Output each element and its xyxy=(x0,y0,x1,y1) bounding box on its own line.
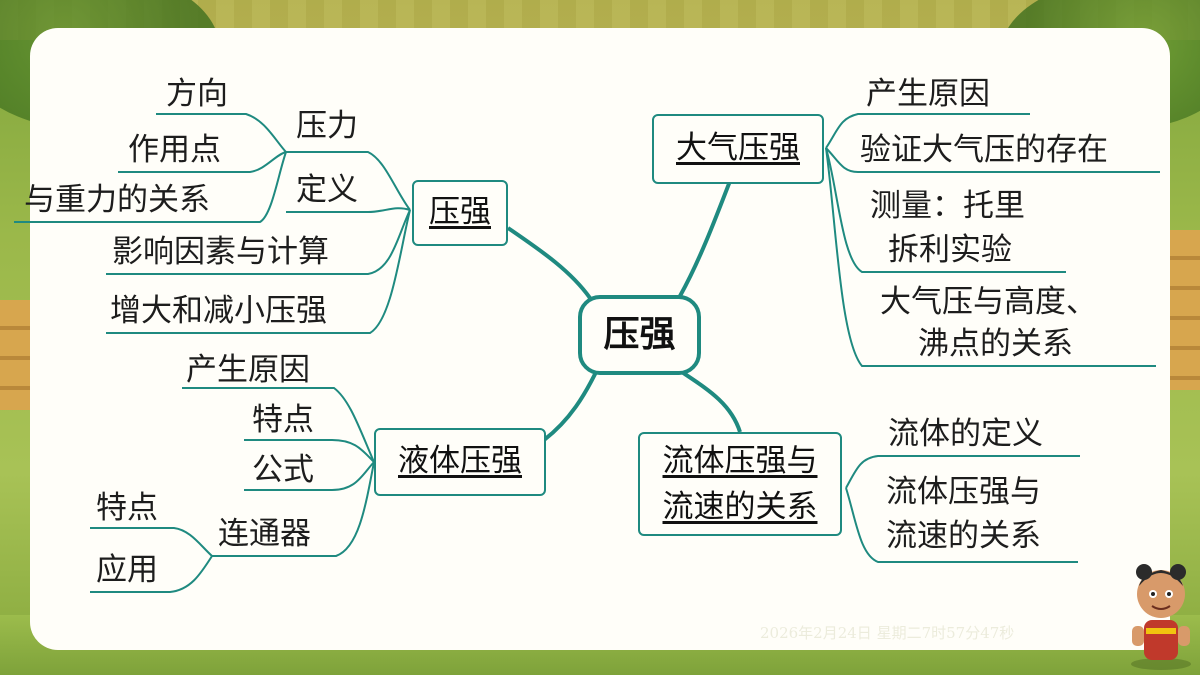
connector-atm-cause xyxy=(825,113,1030,149)
connector-fluid-definition xyxy=(845,455,1080,489)
branch-liquid: 液体压强 xyxy=(374,428,546,496)
connector-liquid-cause xyxy=(182,387,375,463)
connector-atm-measure xyxy=(825,147,1066,273)
connector-gravity xyxy=(14,151,287,223)
branch-atmosphere: 大气压强 xyxy=(652,114,824,184)
connector-connector-feature xyxy=(90,527,213,557)
branch-pressure: 压强 xyxy=(412,180,508,246)
node-connector-feature: 特点 xyxy=(96,490,158,526)
branch-fluid: 流体压强与 流速的关系 xyxy=(638,432,842,536)
node-connector-use: 应用 xyxy=(96,552,158,588)
node-definition: 定义 xyxy=(296,172,358,208)
connector-definition xyxy=(286,207,411,213)
connector-atm-verify xyxy=(825,147,1160,173)
branch-atmosphere-title: 大气压强 xyxy=(676,130,800,166)
branch-fluid-title-1: 流体压强与 xyxy=(662,443,818,479)
node-atm-measure-1: 测量：托里 xyxy=(870,188,1025,224)
node-increase-decrease: 增大和减小压强 xyxy=(110,293,327,329)
node-direction: 方向 xyxy=(166,76,228,112)
node-liquid-formula: 公式 xyxy=(252,452,314,488)
connector-atm-altitude xyxy=(825,147,1156,367)
connector-fluid-relation xyxy=(845,487,1078,563)
connector-center-fluid xyxy=(674,366,742,433)
datetime-stamp: 2026年2月24日 星期二7时57分47秒 xyxy=(760,624,1015,642)
connector-center-atmosphere xyxy=(678,167,737,297)
connector-point xyxy=(118,151,287,173)
connector-connector xyxy=(212,461,375,557)
connector-center-pressure xyxy=(506,226,592,300)
node-factors: 影响因素与计算 xyxy=(112,234,329,270)
node-atm-altitude-2: 沸点的关系 xyxy=(918,326,1073,362)
cartoon-character-icon xyxy=(1131,564,1191,670)
node-atm-verify: 验证大气压的存在 xyxy=(860,132,1108,168)
node-force: 压力 xyxy=(296,108,358,144)
branch-fluid-title-2: 流速的关系 xyxy=(662,489,818,525)
connector-center-liquid xyxy=(542,367,600,442)
node-fluid-relation-2: 流速的关系 xyxy=(886,518,1041,554)
branch-liquid-title: 液体压强 xyxy=(398,443,522,479)
node-atm-measure-2: 拆利实验 xyxy=(888,232,1012,268)
node-fluid-relation-1: 流体压强与 xyxy=(886,474,1041,510)
connector-connector-use xyxy=(90,555,213,593)
connector-factors xyxy=(106,209,411,275)
branch-pressure-title: 压强 xyxy=(429,194,491,230)
node-point-of-action: 作用点 xyxy=(128,132,221,168)
node-atm-cause: 产生原因 xyxy=(866,76,990,112)
central-topic: 压强 xyxy=(578,295,701,375)
connector-change xyxy=(106,209,411,334)
node-gravity-relation: 与重力的关系 xyxy=(24,182,210,218)
node-connector-vessel: 连通器 xyxy=(218,516,311,552)
connector-direction xyxy=(156,113,287,153)
node-liquid-cause: 产生原因 xyxy=(186,352,310,388)
connector-force xyxy=(286,151,411,211)
node-atm-altitude-1: 大气压与高度、 xyxy=(880,284,1097,320)
connector-liquid-formula xyxy=(244,461,375,491)
connector-liquid-feature xyxy=(244,439,375,463)
node-fluid-definition: 流体的定义 xyxy=(888,416,1043,452)
node-liquid-feature: 特点 xyxy=(252,402,314,438)
